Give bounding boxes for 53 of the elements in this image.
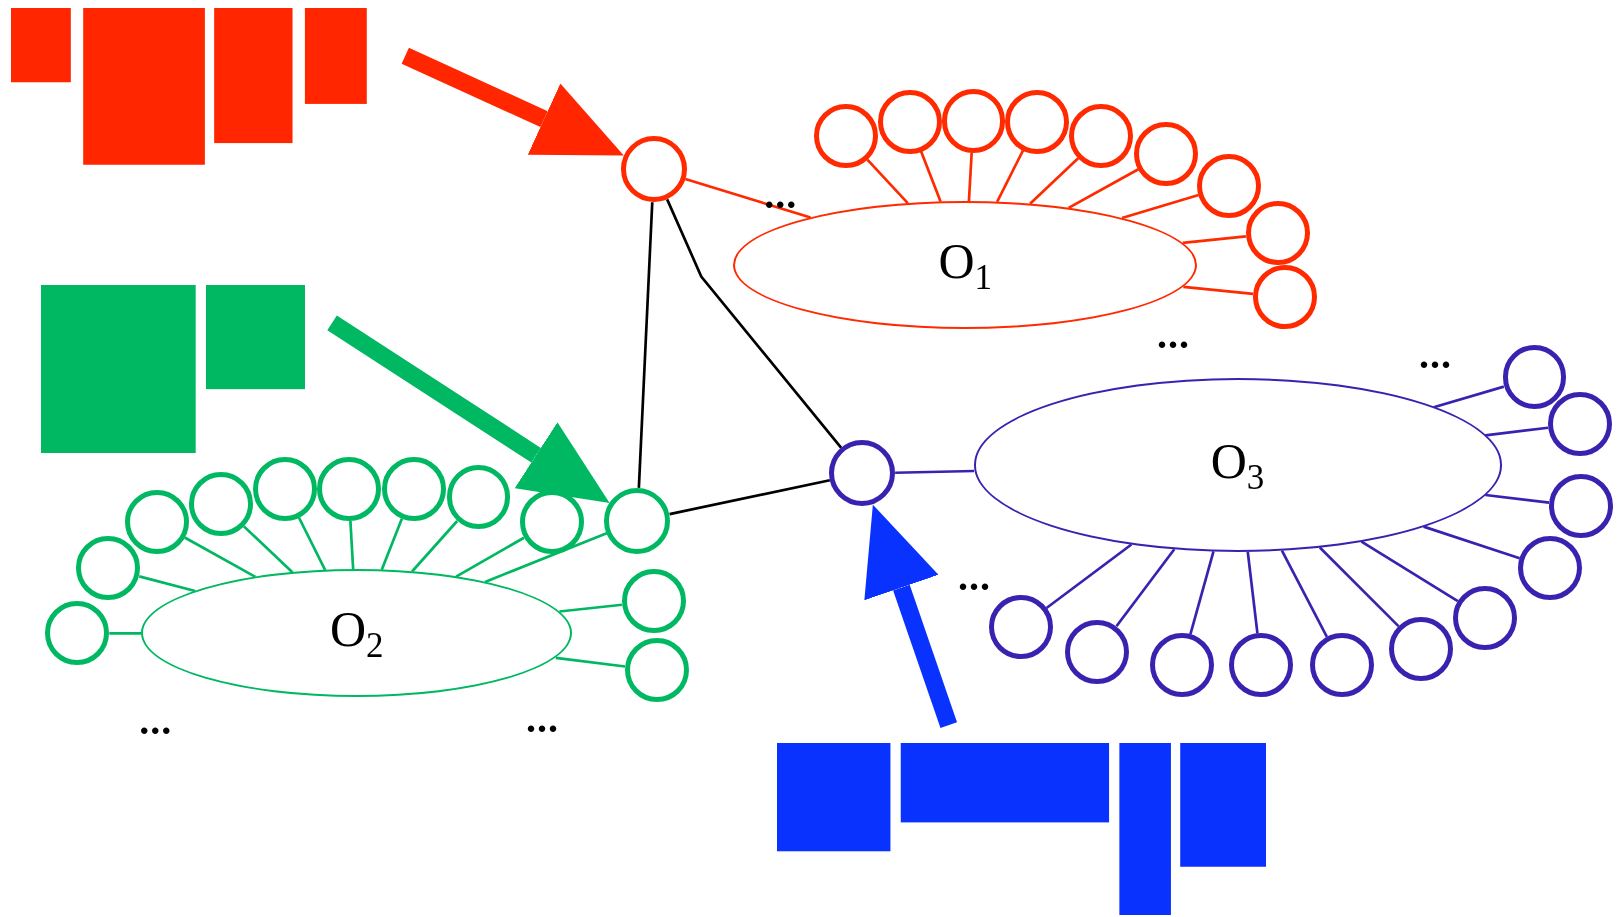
connector-line — [455, 536, 525, 578]
circle-node — [124, 489, 189, 554]
circle-node — [519, 489, 584, 554]
ellipsis-label: ... — [139, 701, 173, 742]
connector-line — [637, 202, 654, 488]
connector-line — [138, 575, 196, 593]
connector-line — [1045, 543, 1133, 610]
connector-line — [484, 531, 608, 584]
connector-line — [919, 151, 942, 203]
connector-line — [967, 152, 973, 202]
connector-line — [109, 631, 142, 635]
arrow — [327, 315, 610, 503]
node-label: O$_{2}$ — [330, 603, 384, 663]
connector-line — [1318, 546, 1400, 628]
connector-line — [297, 516, 327, 571]
circle-node — [1134, 121, 1199, 186]
ellipsis-label: ... — [1157, 314, 1191, 355]
connector-line — [1189, 551, 1215, 635]
circle-node — [1245, 201, 1310, 266]
connector-line — [895, 469, 975, 475]
connector-line — [995, 149, 1025, 203]
connector-line — [684, 177, 811, 219]
circle-node — [76, 536, 141, 601]
ellipsis-label: ... — [958, 556, 992, 597]
connector-line — [1182, 235, 1247, 245]
connector-line — [1485, 493, 1550, 504]
connector-line — [559, 603, 623, 613]
connector-line — [555, 656, 626, 668]
connector-line — [669, 478, 831, 516]
connector-line — [1280, 549, 1329, 638]
connector-line — [1433, 385, 1505, 409]
connector-line — [184, 536, 257, 579]
connector-line — [380, 518, 404, 571]
ellipsis-label: ... — [525, 699, 559, 740]
ellipsis-label: ... — [764, 175, 798, 216]
circle-node — [1197, 153, 1262, 218]
connector-line — [1246, 551, 1259, 634]
node-label: O$_{1}$ — [938, 235, 993, 295]
connector-line — [665, 198, 843, 449]
ellipsis-label: ... — [1419, 335, 1452, 376]
circle-node — [188, 472, 253, 537]
connector-line — [1360, 540, 1459, 603]
connector-line — [1067, 168, 1140, 210]
circle-node — [1389, 616, 1454, 681]
connector-line — [349, 520, 355, 570]
circle-node — [1069, 104, 1134, 169]
connector-line — [1183, 285, 1254, 296]
arrow — [401, 47, 624, 156]
connector-line — [1485, 426, 1549, 437]
connector-line — [1121, 193, 1200, 220]
node-label: O$_{3}$ — [1210, 435, 1265, 495]
arrow — [864, 504, 958, 728]
connector-line — [1423, 525, 1521, 560]
